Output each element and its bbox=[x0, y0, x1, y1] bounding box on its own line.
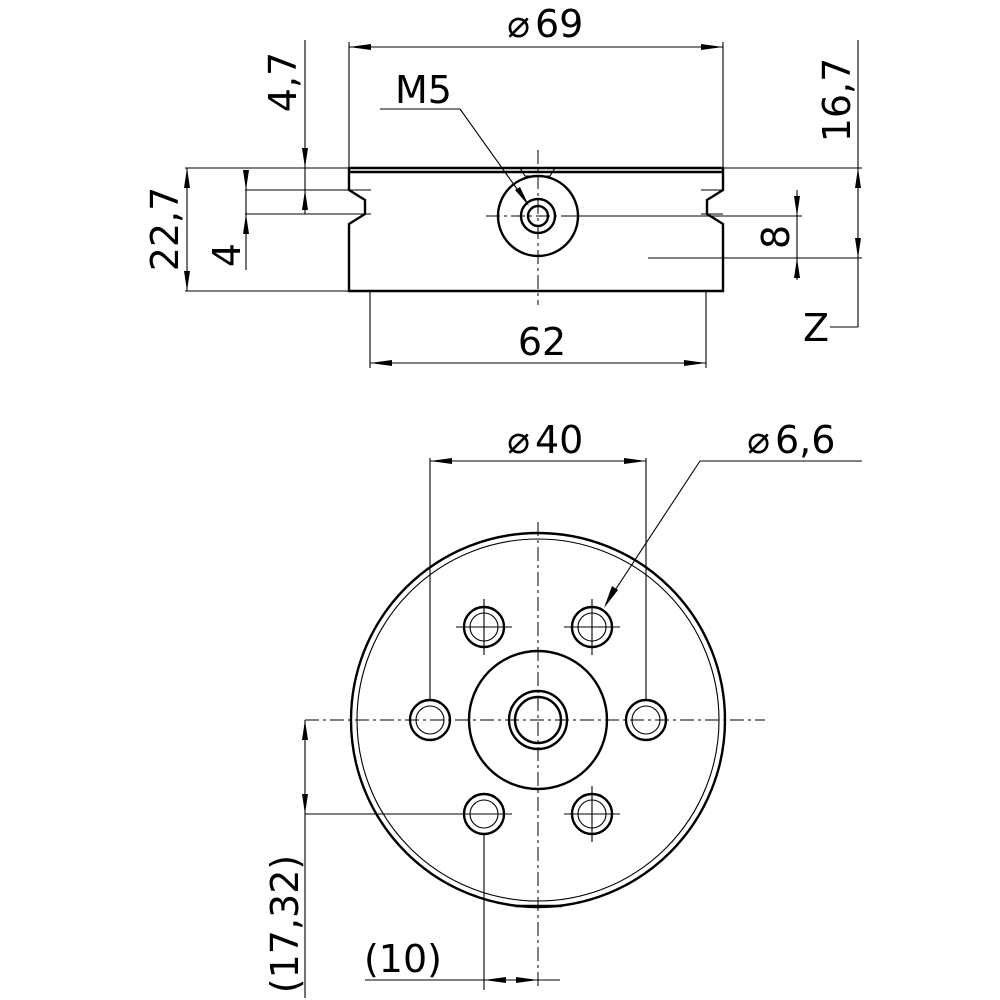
diameter-symbol: ⌀ bbox=[747, 418, 770, 462]
dim-text-4: 4 bbox=[205, 243, 249, 267]
arrow-69-right bbox=[701, 44, 723, 50]
diameter-symbol: ⌀ bbox=[507, 418, 530, 462]
m5-leader-line bbox=[459, 108, 528, 204]
hole-leader-arrow bbox=[604, 586, 618, 608]
arrow-40-left bbox=[430, 458, 452, 464]
arrow-16-7-bottom bbox=[855, 238, 861, 258]
dim-text-8: 8 bbox=[754, 225, 798, 249]
arrow-62-left bbox=[370, 360, 392, 366]
arrow-8-bottom bbox=[794, 258, 800, 278]
arrow-4-top bbox=[243, 170, 249, 190]
arrow-10-right bbox=[516, 977, 538, 983]
hole-leader-line bbox=[605, 460, 701, 605]
arrow-62-right bbox=[684, 360, 706, 366]
hole-crosshairs bbox=[456, 599, 620, 842]
arrow-69-left bbox=[349, 44, 371, 50]
dim-text-22-7: 22,7 bbox=[143, 187, 187, 272]
side-view: ⌀ 69 M5 4,7 22,7 4 16,7 bbox=[143, 2, 862, 368]
dim-text-40: 40 bbox=[535, 418, 583, 462]
dim-text-69: 69 bbox=[535, 2, 583, 46]
dim-text-17-32: (17,32) bbox=[263, 855, 307, 993]
datum-z-label: Z bbox=[803, 306, 829, 350]
arrow-4-7-bottom bbox=[302, 190, 308, 210]
top-view: ⌀ 40 ⌀ 6,6 (17,32) (10) bbox=[263, 418, 862, 998]
dim-text-16-7: 16,7 bbox=[815, 58, 859, 143]
dim-text-10: (10) bbox=[364, 937, 442, 981]
arrow-4-7-top bbox=[302, 148, 308, 168]
arrow-8-top bbox=[794, 196, 800, 216]
arrow-40-right bbox=[624, 458, 646, 464]
arrow-17-32-top bbox=[302, 720, 308, 740]
m5-leader-arrow bbox=[515, 187, 529, 206]
arrow-4-bottom bbox=[243, 214, 249, 234]
diameter-symbol: ⌀ bbox=[507, 2, 530, 46]
arrow-10-left bbox=[484, 977, 506, 983]
side-view-outline bbox=[347, 166, 725, 293]
dim-text-6-6: 6,6 bbox=[775, 418, 835, 462]
arrow-22-7-bottom bbox=[184, 271, 190, 291]
dim-text-62: 62 bbox=[518, 320, 566, 364]
arrow-17-32-bottom bbox=[302, 794, 308, 814]
arrow-16-7-top bbox=[855, 168, 861, 188]
dim-text-4-7: 4,7 bbox=[261, 52, 305, 112]
arrow-22-7-top bbox=[184, 168, 190, 188]
dim-text-m5: M5 bbox=[395, 68, 452, 112]
